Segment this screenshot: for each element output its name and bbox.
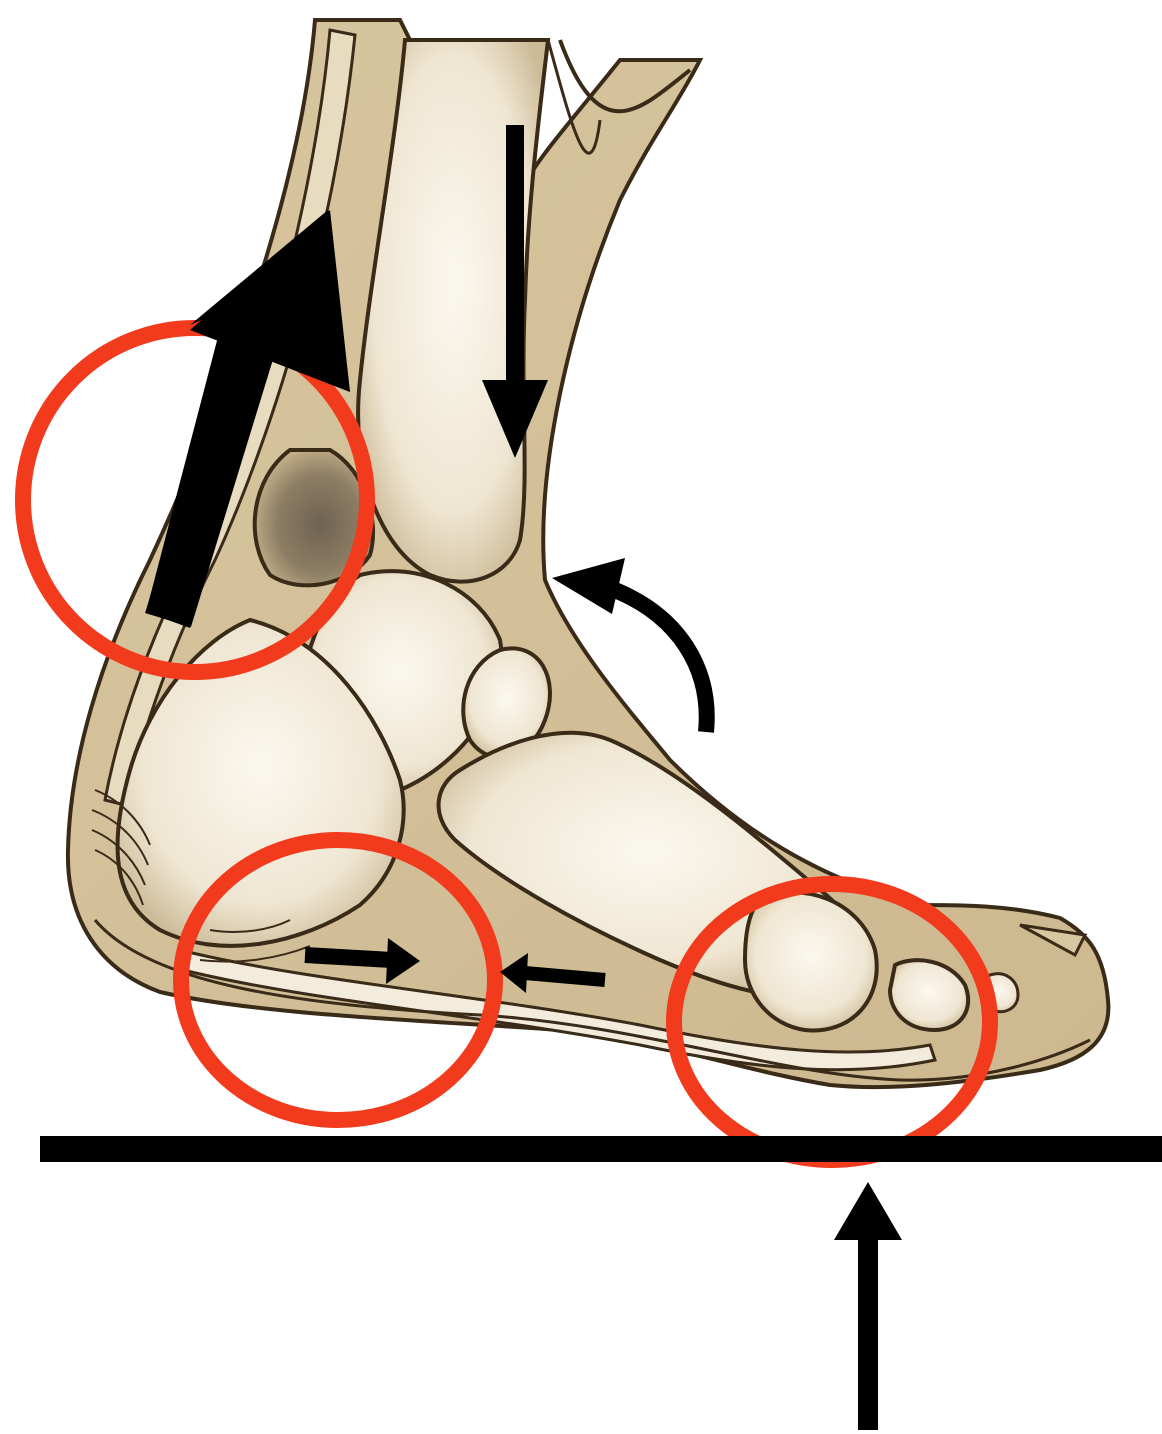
ground-line — [40, 1136, 1162, 1162]
